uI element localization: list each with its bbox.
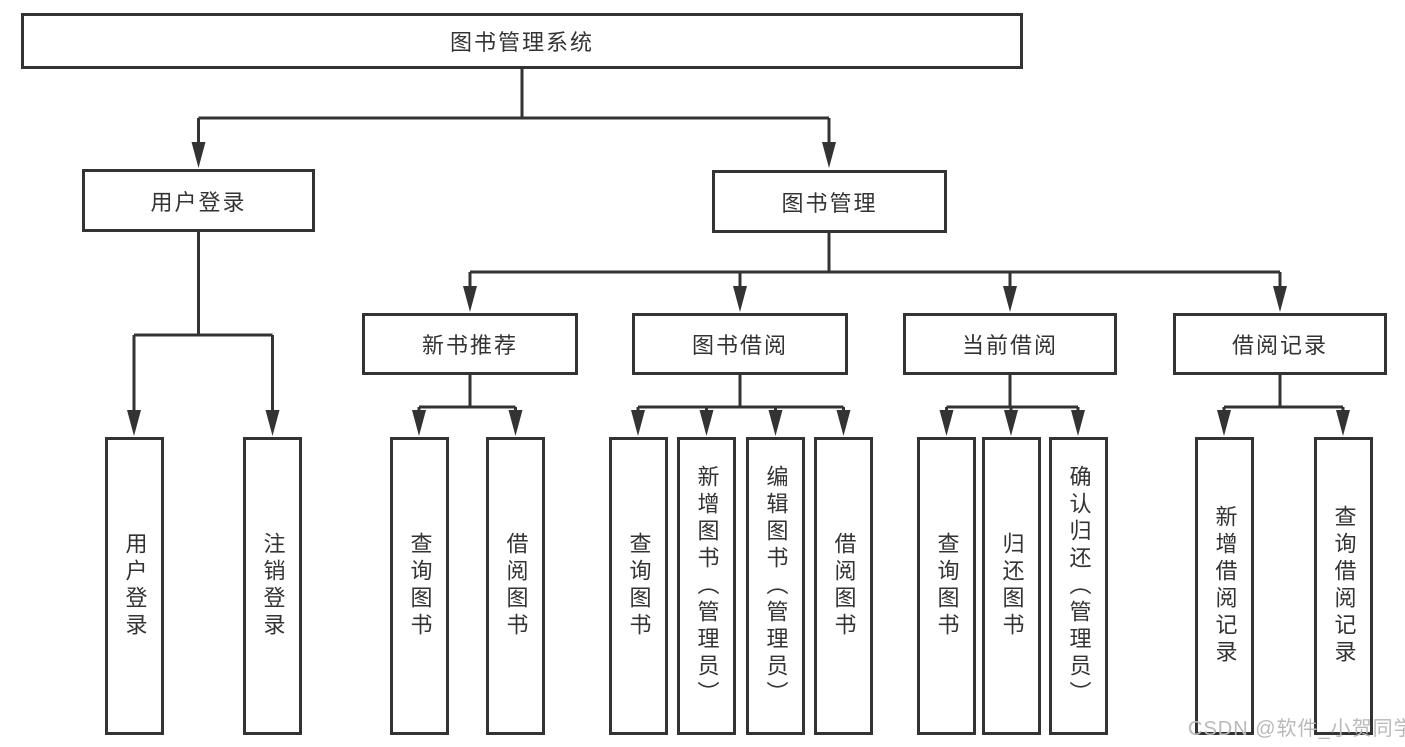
leaf-label: 用户登录 bbox=[122, 532, 148, 640]
leaf-label: 新增借阅记录 bbox=[1212, 505, 1238, 667]
leaf-label: 确认归还（管理员） bbox=[1066, 464, 1092, 708]
leaf-label: 归还图书 bbox=[999, 532, 1025, 640]
leaf-add-borrow-record: 新增借阅记录 bbox=[1195, 437, 1254, 735]
leaf-edit-book-admin: 编辑图书（管理员） bbox=[746, 437, 805, 735]
leaf-label: 新增图书（管理员） bbox=[694, 464, 720, 708]
leaf-label: 查询图书 bbox=[626, 532, 652, 640]
leaf-query-books-current: 查询图书 bbox=[917, 437, 976, 735]
watermark: CSDN @软件_小贺同学 bbox=[1188, 718, 1405, 740]
node-user-login: 用户登录 bbox=[82, 169, 315, 232]
leaf-query-books-recommend: 查询图书 bbox=[390, 437, 449, 735]
node-new-book-recommend: 新书推荐 bbox=[362, 313, 578, 375]
leaf-query-books-borrowing: 查询图书 bbox=[609, 437, 668, 735]
leaf-query-borrow-record: 查询借阅记录 bbox=[1314, 437, 1373, 735]
leaf-label: 查询图书 bbox=[407, 532, 433, 640]
leaf-return-book: 归还图书 bbox=[982, 437, 1041, 735]
node-book-management: 图书管理 bbox=[712, 170, 947, 233]
leaf-borrow-books-recommend: 借阅图书 bbox=[486, 437, 545, 735]
leaf-confirm-return-admin: 确认归还（管理员） bbox=[1049, 437, 1108, 735]
leaf-borrow-books: 借阅图书 bbox=[814, 437, 873, 735]
leaf-logout: 注销登录 bbox=[243, 437, 302, 735]
leaf-label: 借阅图书 bbox=[831, 532, 857, 640]
leaf-label: 注销登录 bbox=[260, 532, 286, 640]
leaf-label: 借阅图书 bbox=[503, 532, 529, 640]
leaf-add-book-admin: 新增图书（管理员） bbox=[677, 437, 736, 735]
node-book-borrowing: 图书借阅 bbox=[632, 313, 848, 375]
leaf-label: 查询图书 bbox=[934, 532, 960, 640]
node-root: 图书管理系统 bbox=[21, 13, 1023, 69]
node-current-borrowing: 当前借阅 bbox=[903, 313, 1117, 375]
leaf-label: 编辑图书（管理员） bbox=[763, 464, 789, 708]
leaf-label: 查询借阅记录 bbox=[1331, 505, 1357, 667]
leaf-user-login: 用户登录 bbox=[105, 437, 164, 735]
node-borrow-records: 借阅记录 bbox=[1173, 313, 1387, 375]
